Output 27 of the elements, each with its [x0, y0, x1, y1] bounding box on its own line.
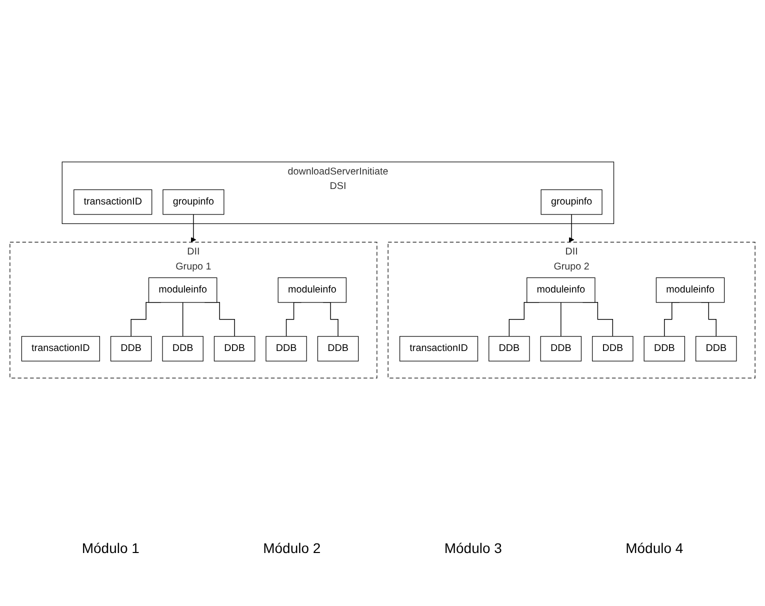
node-box: moduleinfo — [656, 277, 725, 303]
node-box: DDB — [696, 336, 737, 362]
connector — [560, 302, 562, 337]
node-box: transactionID — [21, 336, 100, 362]
node-box: DDB — [540, 336, 582, 362]
node-box: DDB — [644, 336, 686, 362]
node-box: DDB — [214, 336, 256, 362]
node-box: moduleinfo — [526, 277, 596, 303]
module-caption: Módulo 4 — [626, 540, 684, 556]
node-box: DDB — [162, 336, 204, 362]
node-box: transactionID — [74, 189, 152, 215]
node-box: DDB — [110, 336, 152, 362]
connector — [182, 302, 184, 337]
module-caption: Módulo 1 — [82, 540, 140, 556]
node-box: DDB — [488, 336, 530, 362]
node-box: moduleinfo — [148, 277, 218, 303]
node-box: groupinfo — [162, 189, 224, 215]
module-caption: Módulo 2 — [263, 540, 321, 556]
node-box: groupinfo — [540, 189, 602, 215]
arrow — [190, 214, 196, 242]
node-box: DDB — [592, 336, 634, 362]
node-box: DDB — [317, 336, 359, 362]
node-box: moduleinfo — [278, 277, 347, 303]
node-box: DDB — [266, 336, 307, 362]
node-box: transactionID — [399, 336, 478, 362]
arrow — [568, 214, 574, 242]
module-caption: Módulo 3 — [444, 540, 502, 556]
